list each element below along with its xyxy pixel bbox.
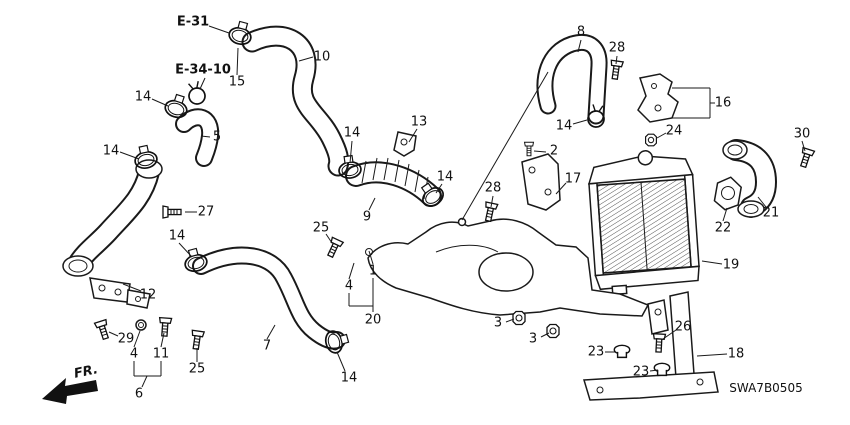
callout-ref-e34-10: E-34-10	[175, 62, 231, 78]
callout-ref-e31: E-31	[176, 14, 210, 30]
bracket-17	[521, 153, 561, 211]
callout-23-2: 23	[632, 364, 650, 380]
callout-11: 11	[152, 346, 170, 362]
callout-26: 26	[674, 319, 692, 335]
callout-8: 8	[576, 24, 586, 40]
gasket-22	[713, 176, 743, 211]
callout-10: 10	[313, 49, 331, 65]
callout-5: 5	[212, 129, 222, 145]
callout-13: 13	[410, 114, 428, 130]
callout-4-2: 4	[129, 346, 139, 362]
callout-20: 20	[364, 312, 382, 328]
callout-9: 9	[362, 209, 372, 225]
callout-12: 12	[139, 287, 157, 303]
callout-28-2: 28	[608, 40, 626, 56]
callout-2: 2	[549, 143, 559, 159]
callout-25-1: 25	[312, 220, 330, 236]
intercooler-19	[587, 150, 700, 296]
callout-3-1: 3	[493, 315, 503, 331]
callout-14-4: 14	[436, 169, 454, 185]
callout-4-1: 4	[344, 278, 354, 294]
diagram-code: SWA7B0505	[729, 381, 803, 395]
callout-15: 15	[228, 74, 246, 90]
callout-14-5: 14	[168, 228, 186, 244]
leader-lines	[108, 25, 806, 388]
hose-8	[536, 34, 608, 125]
callout-1: 1	[368, 263, 378, 279]
callout-14-7: 14	[555, 118, 573, 134]
callout-14-1: 14	[134, 89, 152, 105]
callout-16: 16	[714, 95, 732, 111]
hose-10	[241, 25, 350, 177]
callout-28-1: 28	[484, 180, 502, 196]
bracket-16	[637, 73, 679, 123]
bracket-18	[583, 291, 719, 401]
fr-arrow	[42, 378, 98, 404]
callout-7: 7	[262, 338, 272, 354]
bolts	[93, 59, 816, 353]
callout-14-6: 14	[340, 370, 358, 386]
air-duct-cover-center	[365, 217, 650, 317]
callout-22: 22	[714, 220, 732, 236]
callout-23-1: 23	[587, 344, 605, 360]
hose-9-corrugated	[345, 157, 442, 207]
callout-19: 19	[722, 257, 740, 273]
callout-3-2: 3	[528, 331, 538, 347]
callout-18: 18	[727, 346, 745, 362]
callout-27: 27	[197, 204, 215, 220]
callout-14-2: 14	[102, 143, 120, 159]
callout-17: 17	[564, 171, 582, 187]
callout-29: 29	[117, 331, 135, 347]
hose-5	[175, 108, 220, 167]
callout-30: 30	[793, 126, 811, 142]
callout-25-2: 25	[188, 361, 206, 377]
left-intake-duct	[62, 159, 163, 309]
joint-pipe-21	[722, 139, 778, 218]
callout-24: 24	[665, 123, 683, 139]
callout-21: 21	[762, 205, 780, 221]
callout-6: 6	[134, 386, 144, 402]
hose-7	[192, 246, 346, 350]
callout-14-3: 14	[343, 125, 361, 141]
